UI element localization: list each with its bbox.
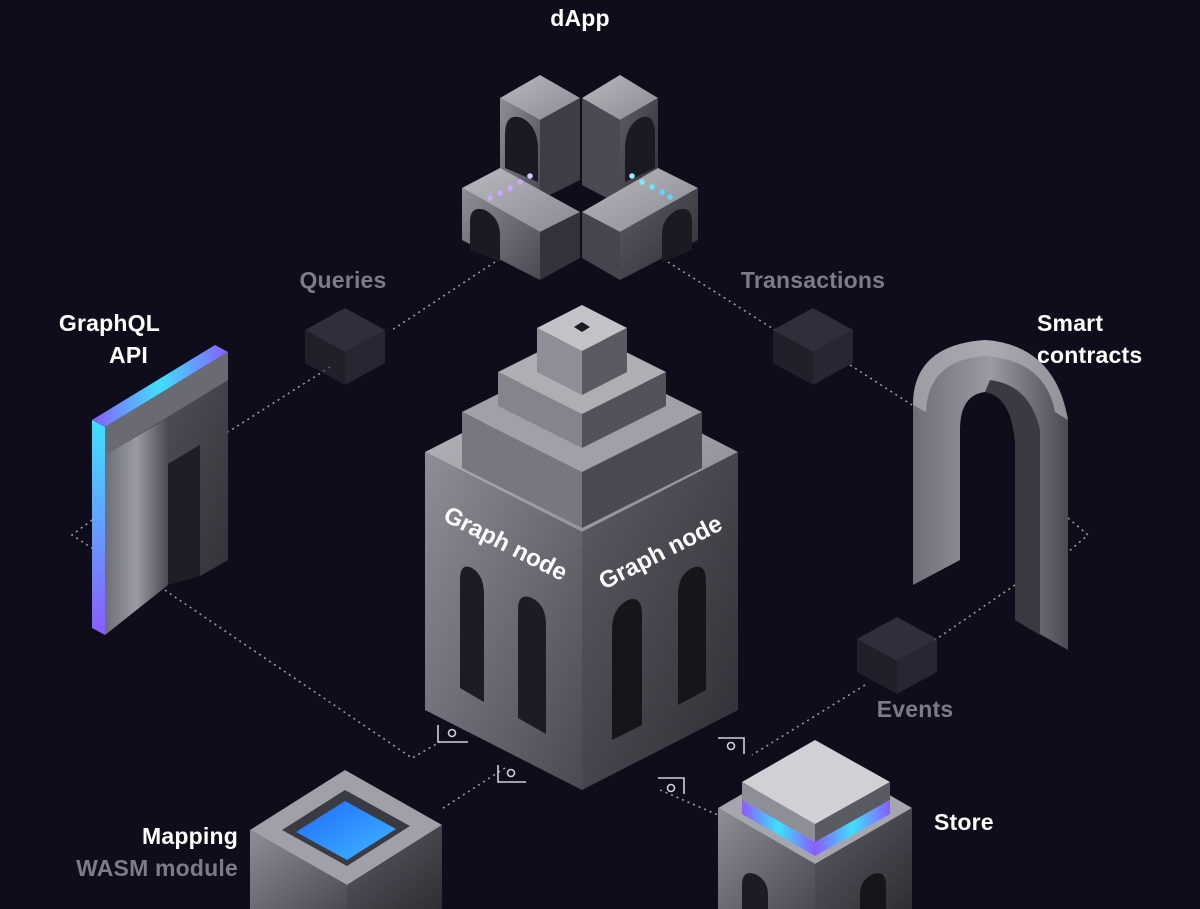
queries-cube [305,308,385,385]
line-transactions-smart [849,364,913,406]
transactions-cube [773,308,853,385]
connector-symbol-3 [718,737,745,754]
mapping-label: Mapping [142,823,238,849]
store-block [718,740,912,909]
events-cube [857,617,937,694]
dapp-right-lights [629,173,673,200]
mapping-wasm-module [250,770,442,909]
graphql-api-label-line2: API [109,342,148,368]
events-label: Events [876,696,954,722]
smart-contracts-label: Smart contracts [1037,307,1197,371]
line-dapp-queries [391,261,496,331]
line-graphql-mapping [149,579,441,759]
connector-symbol-2 [497,765,526,783]
transactions-label: Transactions [740,267,886,293]
dapp-label: dApp [550,5,610,31]
smart-contracts-arch [913,340,1068,650]
queries-label: Queries [299,267,387,293]
connector-symbols [437,725,745,794]
line-graphnode-store [659,789,719,816]
line-graphql-left-corner [70,519,96,551]
connector-symbol-4 [658,777,685,794]
line-graphnode-mapping [439,767,506,811]
line-smart-right-corner [1067,517,1090,553]
line-queries-graphql [227,366,331,433]
connection-lines [70,261,1090,816]
store-label: Store [934,809,994,835]
graph-node-tower: Graph node Graph node [425,305,738,790]
line-events-graphnode [751,684,866,756]
graphql-api-arch [92,345,228,635]
connector-symbol-1 [437,725,468,743]
wasm-module-label: WASM module [76,855,238,881]
line-smart-events [934,584,1016,641]
smart-contracts-label-line1: Smart [1037,310,1104,336]
dapp-left-lights [487,173,533,201]
dapp-structure [462,75,698,280]
graphql-api-label: GraphQL API [30,307,160,371]
graphql-api-label-line1: GraphQL [58,310,160,336]
smart-contracts-label-line2: contracts [1037,342,1143,368]
